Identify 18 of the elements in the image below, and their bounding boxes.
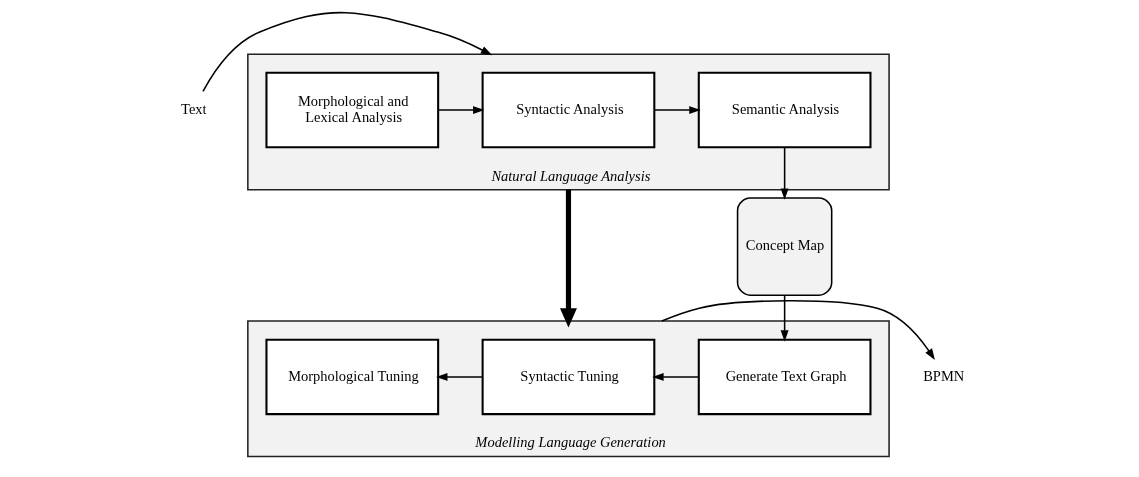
arrow (437, 106, 485, 115)
arrow (780, 294, 789, 342)
arrow (560, 189, 577, 328)
node-box: Concept Map (736, 197, 833, 296)
arrow (202, 11, 493, 93)
arrow (780, 146, 789, 200)
node-text: BPMN (923, 367, 965, 384)
node-box: Syntactic Tuning (481, 338, 656, 416)
arrow (653, 106, 701, 115)
node-box: Morphological Tuning (265, 338, 440, 416)
node-box: Semantic Analysis (697, 71, 872, 149)
node-box: Morphological and Lexical Analysis (265, 71, 440, 149)
node-box: Syntactic Analysis (481, 71, 656, 149)
node-box: Generate Text Graph (697, 338, 872, 416)
node-text: Text (181, 100, 207, 117)
arrow (436, 372, 483, 381)
arrow (652, 372, 700, 381)
arrow (661, 299, 935, 361)
